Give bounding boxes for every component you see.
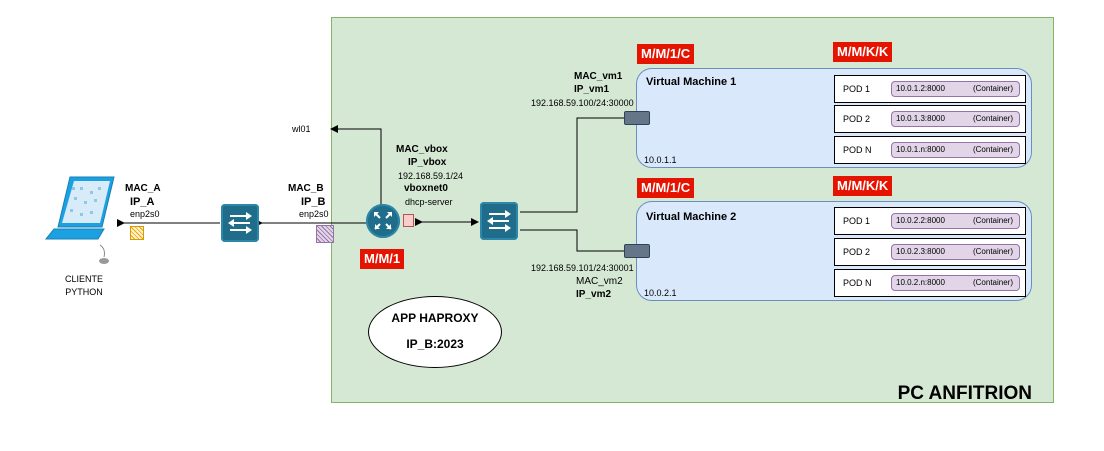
client-mac: MAC_A	[125, 183, 161, 194]
pod-name: POD N	[843, 278, 872, 288]
host-iface: enp2s0	[299, 209, 329, 219]
vm1-interface	[624, 111, 650, 125]
vm1-pods-queue-badge: M/M/K/K	[833, 42, 893, 62]
pod-ip: 10.0.2.n:8000	[896, 278, 945, 287]
vm1-pod-2[interactable]: POD 2 10.0.1.3:8000 (Container)	[834, 105, 1026, 133]
vm1-pod-n[interactable]: POD N 10.0.1.n:8000 (Container)	[834, 136, 1026, 164]
router-addr: 192.168.59.1/24	[398, 171, 464, 181]
client-iface: enp2s0	[130, 209, 160, 219]
pod-type: (Container)	[972, 114, 1013, 123]
switch-a[interactable]	[221, 204, 259, 242]
vm2-box[interactable]: Virtual Machine 2 10.0.2.1 POD 1 10.0.2.…	[636, 201, 1032, 301]
vm1-title: Virtual Machine 1	[646, 76, 737, 88]
vm2-pod-1[interactable]: POD 1 10.0.2.2:8000 (Container)	[834, 207, 1026, 235]
switch-b[interactable]	[480, 202, 518, 240]
wl01-label: wl01	[292, 124, 311, 134]
router-mac: MAC_vbox	[396, 144, 448, 155]
router-ip: IP_vbox	[408, 157, 447, 168]
switch-arrows-icon	[228, 212, 252, 234]
router-service: dhcp-server	[405, 197, 453, 207]
pod-address: 10.0.1.n:8000 (Container)	[891, 142, 1020, 158]
pod-ip: 10.0.2.3:8000	[896, 247, 945, 256]
router[interactable]	[366, 204, 400, 238]
vm2-ip: IP_vm2	[576, 289, 612, 300]
pod-address: 10.0.1.3:8000 (Container)	[891, 111, 1020, 127]
client-ip: IP_A	[130, 196, 155, 208]
haproxy-address: IP_B:2023	[406, 337, 464, 351]
pod-name: POD 2	[843, 247, 871, 257]
vm2-title: Virtual Machine 2	[646, 211, 737, 223]
host-mac: MAC_B	[288, 183, 324, 194]
pod-ip: 10.0.2.2:8000	[896, 216, 945, 225]
pod-name: POD 1	[843, 216, 871, 226]
pod-ip: 10.0.1.3:8000	[896, 114, 945, 123]
vm1-addr: 192.168.59.100/24:30000	[531, 98, 634, 108]
vm1-net: 10.0.1.1	[644, 155, 677, 165]
pod-ip: 10.0.1.n:8000	[896, 145, 945, 154]
pod-ip: 10.0.1.2:8000	[896, 84, 945, 93]
vm1-pod-1[interactable]: POD 1 10.0.1.2:8000 (Container)	[834, 75, 1026, 103]
vm1-ip: IP_vm1	[574, 84, 610, 95]
router-name: vboxnet0	[404, 183, 448, 194]
pod-type: (Container)	[972, 216, 1013, 225]
haproxy-app[interactable]: APP HAPROXY IP_B:2023	[368, 296, 502, 368]
link-switchb-vm1	[520, 117, 624, 213]
pod-type: (Container)	[972, 84, 1013, 93]
vm2-pod-n[interactable]: POD N 10.0.2.n:8000 (Container)	[834, 269, 1026, 297]
client-name-line1: CLIENTE	[64, 274, 103, 284]
pod-type: (Container)	[972, 278, 1013, 287]
pod-name: POD N	[843, 145, 872, 155]
link-switchb-vm2	[520, 229, 624, 252]
client-port	[130, 226, 144, 240]
router-port	[403, 214, 414, 227]
router-queue-badge: M/M/1	[360, 249, 405, 269]
haproxy-title: APP HAPROXY	[391, 311, 479, 325]
pod-type: (Container)	[972, 247, 1013, 256]
vm2-queue-badge: M/M/1/C	[637, 178, 695, 198]
vm2-pod-2[interactable]: POD 2 10.0.2.3:8000 (Container)	[834, 238, 1026, 266]
vm2-interface	[624, 244, 650, 258]
client-name-line2: PYTHON	[65, 287, 103, 297]
pod-name: POD 2	[843, 114, 871, 124]
vm1-mac: MAC_vm1	[574, 71, 623, 82]
vm2-pods-queue-badge: M/M/K/K	[833, 176, 893, 196]
pod-address: 10.0.2.2:8000 (Container)	[891, 213, 1020, 229]
host-ip: IP_B	[301, 196, 326, 208]
pod-type: (Container)	[972, 145, 1013, 154]
host-label: PC ANFITRION	[897, 383, 1032, 404]
vm2-mac: MAC_vm2	[576, 276, 623, 287]
router-arrows-icon	[374, 212, 392, 230]
pod-name: POD 1	[843, 84, 871, 94]
switch-arrows-icon	[487, 210, 511, 232]
link-router-wl01	[330, 125, 382, 205]
vm2-net: 10.0.2.1	[644, 288, 677, 298]
pod-address: 10.0.1.2:8000 (Container)	[891, 81, 1020, 97]
vm1-queue-badge: M/M/1/C	[637, 44, 695, 64]
pod-address: 10.0.2.n:8000 (Container)	[891, 275, 1020, 291]
host-port	[316, 225, 334, 243]
pod-address: 10.0.2.3:8000 (Container)	[891, 244, 1020, 260]
vm1-box[interactable]: Virtual Machine 1 10.0.1.1 POD 1 10.0.1.…	[636, 68, 1032, 168]
vm2-addr: 192.168.59.101/24:30001	[531, 263, 634, 273]
laptop-icon	[44, 176, 115, 264]
